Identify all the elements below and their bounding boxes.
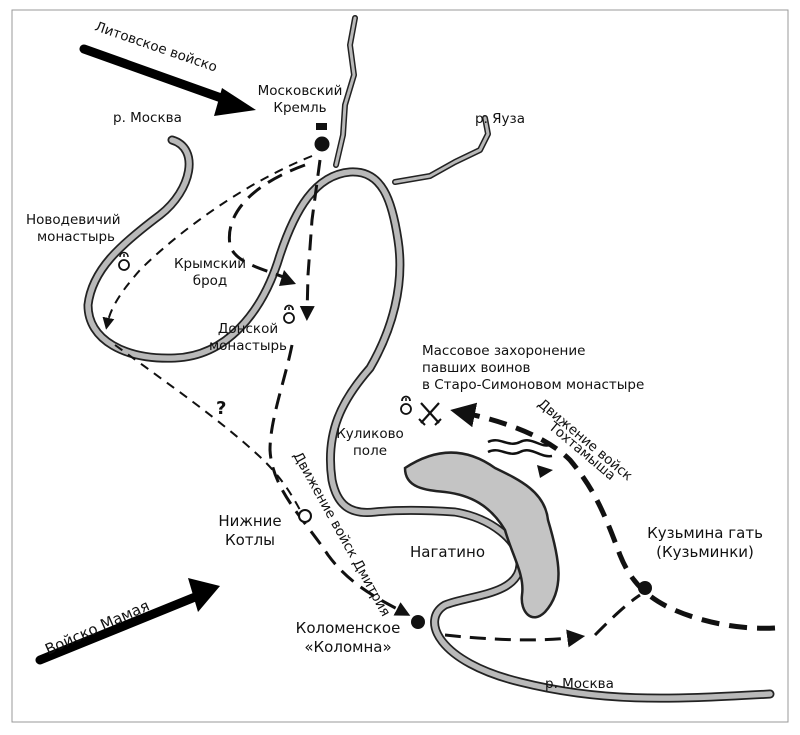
monastery-icon bbox=[400, 395, 412, 415]
lithuanian-army-label: Литовское войско bbox=[93, 19, 219, 76]
kolomenskoe-label-line1: Коломенское bbox=[296, 619, 401, 637]
nizhnie-kotly-label-line1: Нижние bbox=[218, 512, 281, 530]
nizhnie-kotly-label-line2: Котлы bbox=[225, 531, 275, 549]
moskva-river-south-label: р. Москва bbox=[545, 676, 614, 692]
route-kremlin-donskoy bbox=[299, 159, 322, 321]
burial-label-line2: павших воинов bbox=[422, 360, 531, 376]
nizhnie-kotly-marker bbox=[298, 509, 312, 523]
yauza-river-label: р. Яуза bbox=[475, 111, 525, 127]
mamai-army-arrow bbox=[35, 578, 220, 665]
kuzmina-gat-label-line2: (Кузьминки) bbox=[656, 543, 754, 561]
route-dmitry bbox=[268, 344, 411, 616]
kremlin-label-2: Кремль bbox=[273, 100, 326, 116]
mamai-army-label: Войско Мамая bbox=[42, 597, 152, 659]
monastery-icon bbox=[118, 251, 130, 271]
moskva-river bbox=[83, 135, 775, 703]
kolomenskoe-dot bbox=[411, 615, 425, 629]
kuzmina-gat-label-line1: Кузьмина гать bbox=[647, 524, 763, 542]
kulikovo-label-line1: Куликово bbox=[336, 426, 404, 442]
route-kremlin-novodevichy bbox=[102, 155, 313, 330]
crimean-ford-label-line2: брод bbox=[193, 273, 228, 289]
wave-icon bbox=[487, 439, 553, 478]
yauza-river bbox=[392, 115, 491, 185]
donskoy-label-line1: Донской bbox=[218, 321, 278, 337]
kremlin-dot bbox=[314, 123, 330, 152]
map-frame bbox=[11, 9, 789, 723]
crossed-swords-icon bbox=[418, 402, 442, 426]
nagatino-label: Нагатино bbox=[410, 543, 485, 561]
novodevichy-label-line1: Новодевичий bbox=[26, 212, 121, 228]
burial-label-line3: в Старо-Симоновом монастыре bbox=[422, 377, 644, 393]
nagatino-lake bbox=[403, 451, 560, 619]
lithuanian-army-arrow bbox=[79, 44, 256, 116]
route-question bbox=[114, 344, 301, 511]
kuzminki-dot bbox=[638, 581, 652, 595]
north-stream bbox=[333, 15, 358, 168]
dmitry-movement-label: Движение войск Дмитрия bbox=[290, 449, 394, 619]
route-kremlin-crimean-ford bbox=[227, 163, 306, 286]
donskoy-label-line2: монастырь bbox=[209, 338, 287, 354]
novodevichy-label-line2: монастырь bbox=[37, 229, 115, 245]
kremlin-label-line2: Кремль bbox=[273, 100, 326, 116]
kremlin-label: Московский bbox=[258, 83, 343, 99]
kremlin-label-line1: Московский bbox=[258, 83, 343, 99]
route-kolomenskoe-kuzminki bbox=[444, 593, 641, 648]
question-mark: ? bbox=[216, 398, 226, 419]
crimean-ford-label-line1: Крымский bbox=[174, 256, 246, 272]
moskva-river-north-label: р. Москва bbox=[113, 110, 182, 126]
kolomenskoe-label-line2: «Коломна» bbox=[304, 638, 391, 656]
kulikovo-label-line2: поле bbox=[353, 443, 387, 459]
burial-label-line1: Массовое захоронение bbox=[422, 343, 585, 359]
monastery-icon bbox=[283, 304, 295, 324]
